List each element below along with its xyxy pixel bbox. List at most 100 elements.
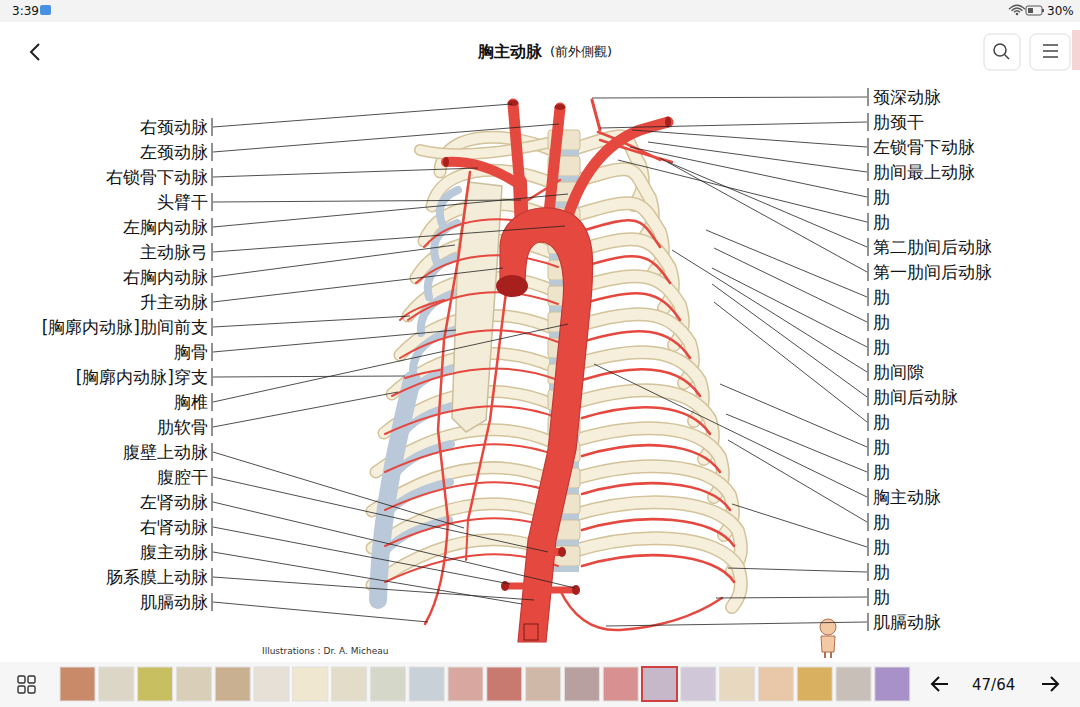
- structure-label: 升主动脉: [0, 291, 208, 313]
- structure-label: 肌膈动脉: [0, 591, 208, 613]
- musculophrenic-artery: [560, 590, 722, 630]
- label-tick: [212, 143, 213, 161]
- intercostal-artery: [408, 292, 558, 320]
- leader-line: [720, 384, 867, 447]
- battery-level: 30%: [1047, 3, 1074, 19]
- leader-line: [213, 194, 568, 227]
- label-tick: [212, 593, 213, 611]
- leader-line: [213, 324, 568, 402]
- next-arrow: [1042, 677, 1058, 691]
- intercostal-artery: [416, 255, 558, 283]
- structure-label: 左肾动脉: [0, 491, 208, 513]
- structure-label: 第二肋间后动脉: [873, 236, 992, 258]
- thumbnail: [138, 667, 173, 701]
- label-tick: [868, 463, 869, 481]
- structure-label: 肋: [873, 311, 890, 333]
- structure-label: 肋间最上动脉: [873, 161, 975, 183]
- structure-label: 右肾动脉: [0, 516, 208, 538]
- label-tick: [868, 188, 869, 206]
- structure-label: 肋: [873, 586, 890, 608]
- leader-line: [712, 284, 867, 397]
- status-icon: [40, 5, 51, 15]
- structure-label: 胸主动脉: [873, 486, 941, 508]
- label-tick: [868, 563, 869, 581]
- label-tick: [212, 243, 213, 261]
- wifi-icon: [1009, 5, 1025, 15]
- label-tick: [868, 138, 869, 156]
- structure-label: 肋: [873, 536, 890, 558]
- thumbnail: [681, 667, 716, 701]
- structure-label: 肋: [873, 411, 890, 433]
- structure-label: 肋: [873, 186, 890, 208]
- intercostal-artery: [582, 256, 670, 283]
- structure-label: 主动脉弓: [0, 241, 208, 263]
- label-tick: [212, 293, 213, 311]
- label-tick: [212, 393, 213, 411]
- thumbnail: [370, 667, 405, 701]
- label-tick: [212, 268, 213, 286]
- superior-epigastric-artery: [466, 520, 468, 560]
- thumbnail: [254, 667, 289, 701]
- intercostal-artery: [582, 555, 734, 582]
- thumbnail: [60, 667, 95, 701]
- thumbnail: [564, 667, 599, 701]
- label-tick: [212, 218, 213, 236]
- intercostal-artery: [385, 406, 558, 434]
- search-button: [984, 34, 1020, 70]
- structure-label: 肋: [873, 286, 890, 308]
- structure-label: 肋: [873, 461, 890, 483]
- label-tick: [868, 438, 869, 456]
- leader-line: [660, 158, 867, 272]
- label-tick: [212, 118, 213, 136]
- structure-label: 右胸内动脉: [0, 266, 208, 288]
- thumbnail: [836, 667, 871, 701]
- leader-line: [213, 577, 534, 600]
- rib: [570, 538, 741, 607]
- leader-line: [213, 104, 512, 127]
- leader-line: [668, 162, 867, 247]
- structure-label: 左锁骨下动脉: [873, 136, 975, 158]
- leader-line: [213, 245, 455, 277]
- intercostal-artery: [582, 369, 700, 396]
- label-tick: [868, 413, 869, 431]
- label-tick: [212, 468, 213, 486]
- intercostal-artery: [582, 331, 690, 358]
- structure-label: 第一肋间后动脉: [873, 261, 992, 283]
- leader-line: [213, 527, 510, 584]
- costal-cartilage: [378, 380, 412, 600]
- vessel-cut: [558, 547, 566, 557]
- leader-line: [716, 597, 867, 598]
- prev-arrow: [932, 677, 948, 691]
- intercostal-artery: [392, 368, 558, 396]
- intercostal-artery: [582, 519, 734, 546]
- structure-label: 肋颈干: [873, 111, 924, 133]
- page-counter: 47/64: [972, 674, 1015, 696]
- intercostal-artery: [385, 444, 558, 472]
- intercostal-artery: [582, 220, 660, 247]
- battery-icon: [1026, 6, 1044, 15]
- structure-label: 腹壁上动脉: [0, 441, 208, 463]
- structure-label: [胸廓内动脉]肋间前支: [0, 316, 208, 338]
- person-icon: [820, 619, 836, 658]
- right-carotid-artery: [513, 104, 520, 188]
- label-tick: [868, 88, 869, 106]
- costocervical-trunk: [592, 100, 600, 130]
- anterior-intercostal-branch: [400, 300, 444, 320]
- leader-line: [732, 504, 867, 547]
- renal-artery: [542, 587, 574, 594]
- structure-label: 胸骨: [0, 341, 208, 363]
- leader-line: [213, 124, 559, 152]
- leader-line: [606, 622, 867, 626]
- leader-line: [672, 250, 867, 372]
- leader-line: [592, 97, 867, 98]
- thumbnail: [332, 667, 367, 701]
- leader-line: [213, 226, 565, 252]
- rib: [570, 538, 741, 607]
- menu-button: [1030, 34, 1070, 70]
- thumbnail: [448, 667, 483, 701]
- back-icon: [31, 44, 39, 60]
- leader-line: [706, 230, 867, 297]
- structure-label: [胸廓内动脉]穿支: [0, 366, 208, 388]
- view-subtitle: (前外側觀): [550, 44, 612, 60]
